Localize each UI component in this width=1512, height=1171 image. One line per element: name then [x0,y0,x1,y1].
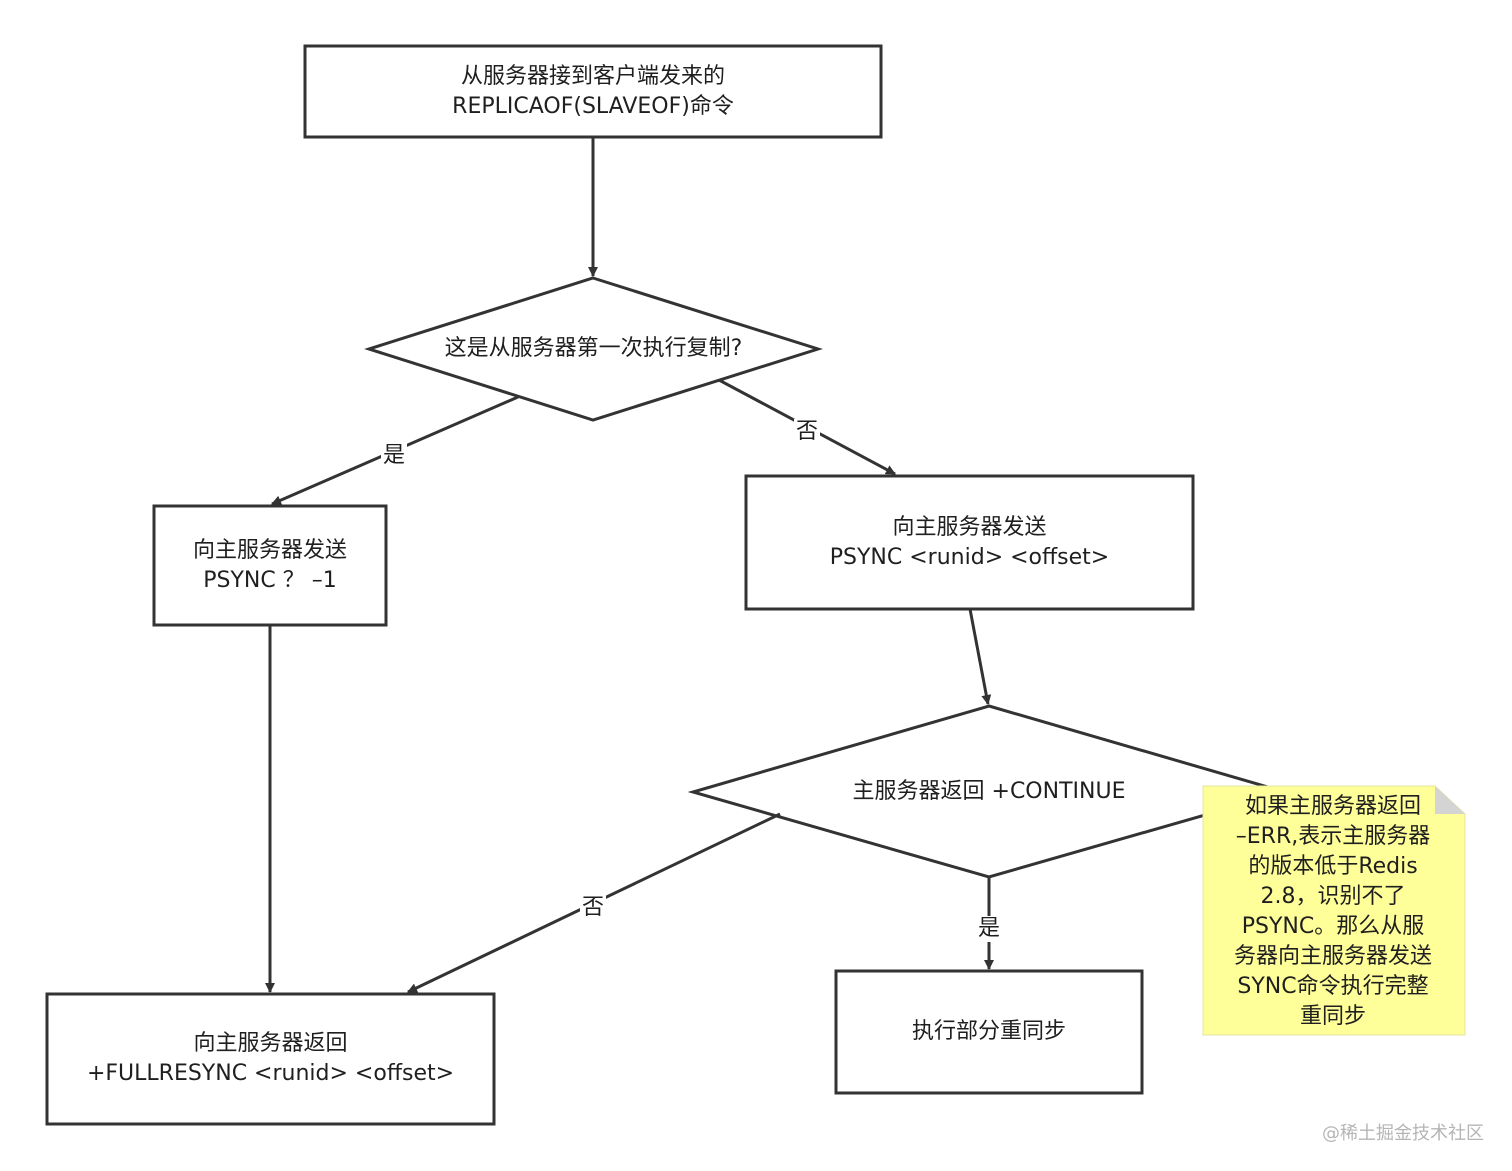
partial-sync-node-text: 执行部分重同步 [836,971,1142,1093]
continue-decision-text: 主服务器返回 +CONTINUE [693,777,1285,807]
partial-sync-node-box [834,969,1144,1095]
fullresync-node-text: 向主服务器返回 +FULLRESYNC <runid> <offset> [47,994,494,1124]
psync-full-node-text: 向主服务器发送 PSYNC ？ –1 [154,506,386,625]
start-node-text: 从服务器接到客户端发来的 REPLICAOF(SLAVEOF)命令 [305,46,881,137]
note-line: 重同步 [1299,1004,1366,1029]
edge-label-continue-no: 否 [580,895,607,921]
fullresync-line1: 向主服务器返回 [193,1031,348,1056]
note-line: –ERR,表示主服务器 [1235,824,1431,849]
watermark: @稀土掘金技术社区 [1322,1123,1484,1144]
first-time-question: 这是从服务器第一次执行复制? [444,336,743,361]
edge-psync-partial-to-continue [968,608,992,705]
note-line: 如果主服务器返回 [1244,794,1421,819]
psync-partial-line1: 向主服务器发送 [892,514,1047,540]
continue-question: 主服务器返回 +CONTINUE [852,779,1126,804]
first-time-decision-text: 这是从服务器第一次执行复制? [369,334,818,364]
note-background [1202,785,1466,1036]
psync-partial-line2: PSYNC <runid> <offset> [829,544,1110,570]
start-node-line1: 从服务器接到客户端发来的 [460,63,725,89]
psync-partial-node-text: 向主服务器发送 PSYNC <runid> <offset> [746,476,1193,609]
psync-full-node-box [152,504,388,627]
note-line: 的版本低于Redis [1248,854,1418,879]
first-time-decision-diamond [364,276,823,422]
fullresync-node-box [45,992,496,1126]
psync-partial-node-box [744,474,1195,611]
note-line: 务器向主服务器发送 [1233,944,1432,969]
start-node-line2: REPLICAOF(SLAVEOF)命令 [452,93,734,119]
psync-full-line1: 向主服务器发送 [192,537,347,563]
note-line: PSYNC。那么从服 [1241,914,1425,939]
psync-full-line2: PSYNC ？ –1 [203,567,337,593]
edge-label-first-yes: 是 [381,443,408,469]
note-fold [1435,786,1465,814]
note-text: 如果主服务器返回 –ERR,表示主服务器 的版本低于Redis 2.8，识别不了… [1204,792,1462,1032]
partial-sync-label: 执行部分重同步 [911,1019,1066,1044]
note-line: 2.8，识别不了 [1260,884,1406,909]
edge-label-first-no: 否 [794,419,821,445]
note-line: SYNC命令执行完整 [1237,974,1429,999]
edge-label-continue-yes: 是 [976,916,1003,942]
start-node-box [303,44,883,139]
fullresync-line2: +FULLRESYNC <runid> <offset> [86,1061,455,1086]
